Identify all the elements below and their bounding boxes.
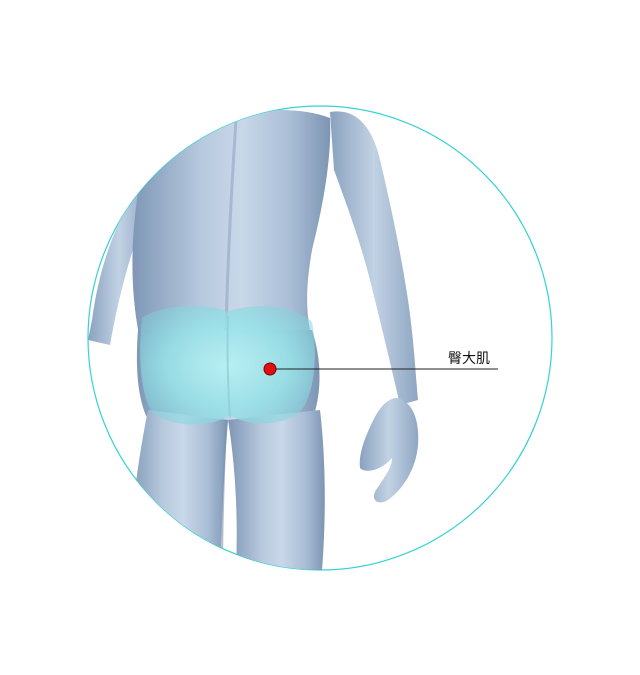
muscle-label: 臀大肌 [448, 351, 490, 367]
left-arm [88, 170, 150, 345]
right-hand [359, 398, 419, 503]
right-leg [228, 410, 325, 570]
gluteal-cleft [226, 315, 231, 419]
right-arm [330, 111, 418, 405]
body [88, 110, 419, 570]
spine-groove [224, 119, 238, 331]
left-leg [128, 410, 228, 570]
marker-point [263, 362, 277, 376]
